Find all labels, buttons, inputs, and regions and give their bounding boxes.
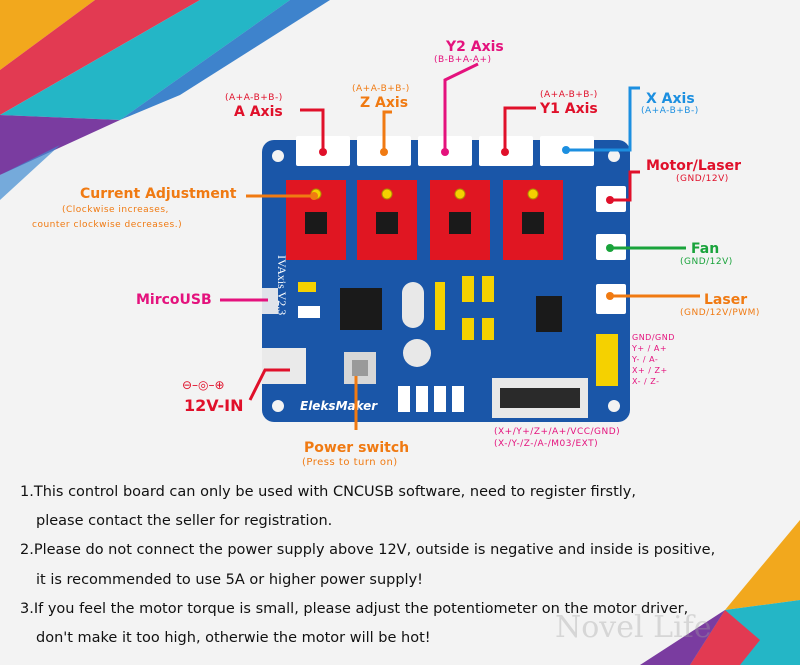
leader-dots [310,146,614,300]
a-axis-pins: (A+A-B+B-) [225,93,283,103]
board-components [262,276,618,418]
stepper-drivers [286,180,563,260]
usb-title: MircoUSB [136,292,212,308]
y1-axis-title: Y1 Axis [540,101,598,117]
limit-pin-2: Y- / A- [632,355,659,364]
power-in-title: 12V-IN [184,396,244,415]
header-pins-line1: (X+/Y+/Z+/A+/VCC/GND) [494,427,621,437]
watermark: Novel Life [555,610,712,645]
dc-polarity-symbol: ⊖–◎–⊕ [182,378,225,392]
limit-pin-3: X+ / Z+ [632,366,668,375]
usb-port [262,288,278,314]
board-brand-text: EleksMaker [300,399,378,413]
note-1-line-2: please contact the seller for registrati… [36,513,333,529]
y1-axis-pins: (A+A-B+B-) [540,90,598,100]
leader-lines [220,62,700,430]
board-version-text: IVAxis V2.3 [275,255,289,315]
motor-laser-title: Motor/Laser [646,158,741,174]
current-adjustment-sub1: (Clockwise increases, [62,205,169,215]
limit-pin-1: Y+ / A+ [632,344,668,353]
current-adjustment-sub2: counter clockwise decreases.) [32,220,183,230]
note-3-line-2: don't make it too high, otherwie the mot… [36,630,431,646]
x-axis-title: X Axis [646,91,695,107]
z-axis-title: Z Axis [360,95,409,111]
note-3-line-1: 3.If you feel the motor torque is small,… [20,601,689,617]
x-axis-pins: (A+A-B+B-) [641,106,699,116]
laser-title: Laser [704,292,748,308]
note-2-line-1: 2.Please do not connect the power supply… [20,542,716,558]
laser-pins: (GND/12V/PWM) [680,308,760,318]
note-1-line-1: 1.This control board can only be used wi… [20,484,636,500]
motor-laser-pins: (GND/12V) [676,174,729,184]
fan-pins: (GND/12V) [680,257,733,267]
note-2-line-2: it is recommended to use 5A or higher po… [36,572,423,588]
a-axis-title: A Axis [234,104,283,120]
limit-pin-4: X- / Z- [632,377,660,386]
y2-axis-title: Y2 Axis [446,39,504,55]
control-board: IVAxis V2.3 EleksMaker [262,136,630,422]
current-adjustment-title: Current Adjustment [80,186,237,202]
y2-axis-pins: (B-B+A-A+) [434,55,492,65]
power-switch-title: Power switch [304,440,410,456]
fan-title: Fan [691,241,720,257]
power-switch-sub: (Press to turn on) [302,457,398,468]
limit-pin-0: GND/GND [632,333,675,342]
z-axis-pins: (A+A-B+B-) [352,84,410,94]
header-pins-line2: (X-/Y-/Z-/A-/M03/EXT) [494,439,599,449]
